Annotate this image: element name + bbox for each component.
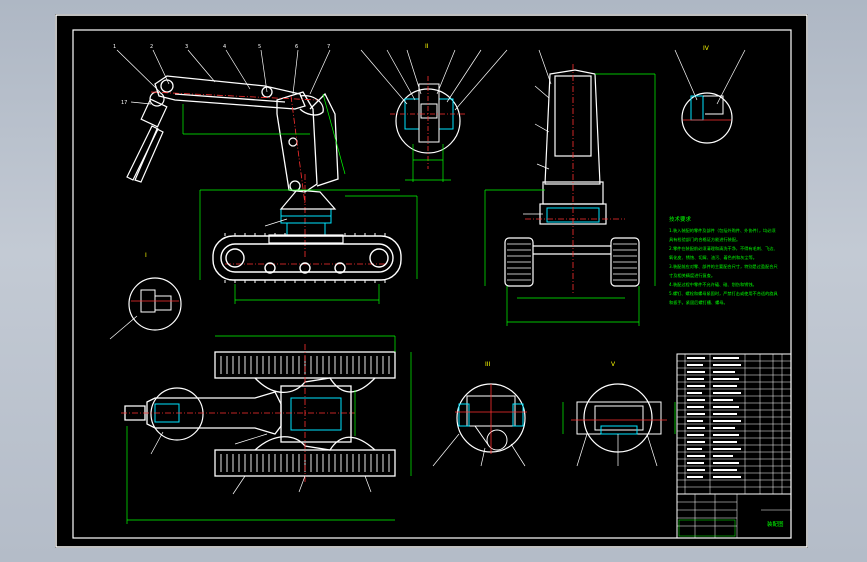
parts-list: 装配图 bbox=[676, 353, 792, 539]
tech-note-line: 寸及相关精度进行复查。 bbox=[669, 272, 715, 279]
detail-II-label: II bbox=[425, 43, 429, 50]
tech-notes-heading: 技术要求 bbox=[669, 215, 692, 223]
svg-text:2: 2 bbox=[150, 44, 153, 50]
tech-note-line: 氧化皮、锈蚀、切屑、油污、着色剂和灰尘等。 bbox=[669, 254, 757, 261]
drawing-sheet: 1 2 3 4 5 6 7 17 I bbox=[55, 14, 808, 548]
detail-top-middle: II bbox=[360, 43, 508, 182]
tech-notes: 技术要求 1.装入装配的零件及部件（包括外购件、外协件），均必须 具有检验部门的… bbox=[669, 215, 778, 306]
svg-text:7: 7 bbox=[327, 44, 330, 50]
tech-note-line: 5.螺钉、螺栓和螺母紧固时，严禁打击或使用不合适的旋具 bbox=[669, 290, 778, 297]
tech-note-line: 具有检验部门的合格证方能进行装配。 bbox=[669, 236, 740, 243]
track-teeth-side bbox=[224, 233, 386, 283]
detail-circle-I: I bbox=[109, 252, 182, 340]
svg-text:1: 1 bbox=[113, 44, 116, 50]
balloon-numbers-side: 1 2 3 4 5 6 7 17 bbox=[113, 44, 330, 106]
svg-text:17: 17 bbox=[121, 100, 127, 106]
tech-note-line: 3.装配前应对零、部件的主要配合尺寸，特别是过盈配合尺 bbox=[669, 263, 778, 270]
detail-III: III bbox=[432, 361, 527, 467]
detail-V: V bbox=[562, 361, 676, 467]
cad-drawing: 1 2 3 4 5 6 7 17 I bbox=[55, 14, 808, 548]
tech-note-line: 和扳手。紧固后螺钉槽、螺母。 bbox=[669, 299, 728, 306]
inner-frame bbox=[72, 29, 792, 539]
side-view: 1 2 3 4 5 6 7 17 bbox=[113, 44, 418, 304]
top-view bbox=[121, 335, 412, 524]
detail-I-label: I bbox=[145, 252, 147, 259]
svg-text:5: 5 bbox=[258, 44, 261, 50]
tech-note-line: 1.装入装配的零件及部件（包括外购件、外协件），均必须 bbox=[669, 227, 776, 234]
svg-text:4: 4 bbox=[223, 44, 226, 50]
detail-IV-label: IV bbox=[703, 45, 710, 52]
svg-text:6: 6 bbox=[295, 44, 298, 50]
tech-note-line: 2.零件在装配前必须清理和清洗干净，不得有毛刺、飞边、 bbox=[669, 245, 778, 252]
tech-note-line: 4.装配过程中零件不允许磕、碰、划伤和锈蚀。 bbox=[669, 281, 757, 288]
detail-V-label: V bbox=[611, 361, 616, 368]
front-view bbox=[484, 49, 656, 326]
detail-top-right: IV bbox=[674, 45, 746, 144]
detail-III-label: III bbox=[485, 361, 491, 368]
drawing-title: 装配图 bbox=[767, 520, 784, 528]
svg-text:3: 3 bbox=[185, 44, 188, 50]
outer-frame bbox=[55, 14, 808, 548]
